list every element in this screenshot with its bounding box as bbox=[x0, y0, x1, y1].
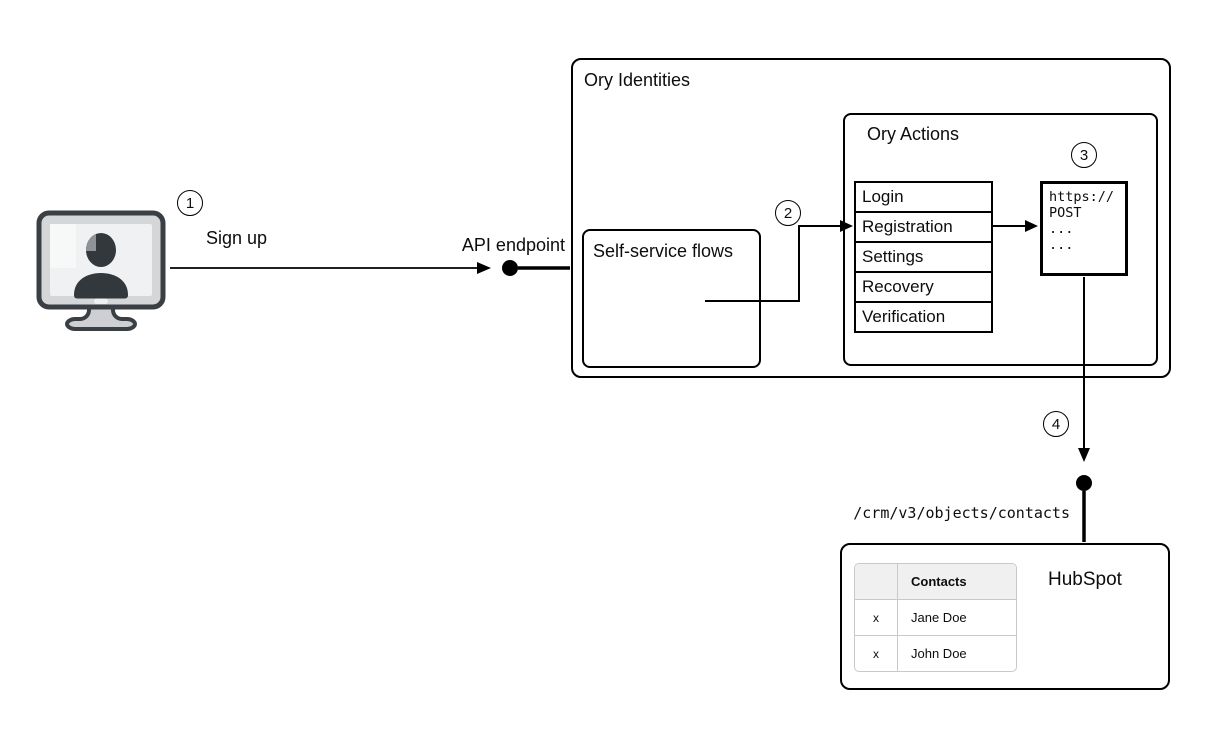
step-number: 4 bbox=[1051, 415, 1061, 433]
contacts-row-name: Jane Doe bbox=[911, 610, 967, 625]
step-1-badge: 1 bbox=[177, 190, 203, 216]
ory-actions-box: Ory Actions bbox=[843, 113, 1158, 366]
step-2-badge: 2 bbox=[775, 200, 801, 226]
self-service-flows-title: Self-service flows bbox=[593, 241, 734, 261]
self-service-flows-box: Self-service flows bbox=[582, 229, 761, 368]
flows-row-settings: Settings bbox=[856, 243, 991, 273]
contacts-row-jane: x Jane Doe bbox=[855, 599, 1016, 635]
api-endpoint-label: API endpoint bbox=[461, 235, 565, 255]
ory-identities-box: Ory Identities bbox=[571, 58, 1171, 378]
user-computer-icon bbox=[36, 210, 166, 331]
person-silhouette-icon bbox=[74, 233, 128, 299]
contacts-header-empty-cell bbox=[855, 564, 898, 599]
webhook-request-box: https:// POST ... ... bbox=[1040, 181, 1128, 276]
flows-row-verification: Verification bbox=[862, 307, 946, 326]
monitor-button bbox=[94, 298, 108, 304]
flows-row-registration: Registration bbox=[856, 213, 991, 243]
contacts-table: Contacts x Jane Doe x John Doe bbox=[854, 563, 1017, 672]
flows-table: Login Registration Settings Recovery Ver… bbox=[854, 181, 993, 333]
arrow-signup-to-api-endpoint bbox=[170, 262, 491, 274]
hubspot-box: HubSpot bbox=[840, 543, 1170, 690]
webhook-line-dots1: ... bbox=[1049, 221, 1074, 237]
hubspot-endpoint-node bbox=[1076, 475, 1092, 491]
hubspot-title: HubSpot bbox=[1048, 569, 1122, 590]
crm-endpoint-path-label: /crm/v3/objects/contacts bbox=[853, 504, 1070, 522]
contacts-row-mark: x bbox=[855, 600, 898, 635]
contacts-row-name: John Doe bbox=[911, 646, 967, 661]
contacts-table-header-row: Contacts bbox=[855, 564, 1016, 599]
webhook-line-url: https:// bbox=[1049, 189, 1115, 205]
contacts-header-label: Contacts bbox=[911, 574, 967, 589]
step-number: 1 bbox=[185, 194, 195, 212]
flows-row-recovery: Recovery bbox=[856, 273, 991, 303]
ory-identities-title: Ory Identities bbox=[584, 70, 691, 90]
step-number: 3 bbox=[1079, 146, 1089, 164]
step-4-badge: 4 bbox=[1043, 411, 1069, 437]
sign-up-label: Sign up bbox=[206, 228, 268, 248]
step-number: 2 bbox=[783, 204, 793, 222]
flows-row-login: Login bbox=[856, 183, 991, 213]
contacts-row-john: x John Doe bbox=[855, 635, 1016, 671]
webhook-line-dots2: ... bbox=[1049, 237, 1074, 253]
api-endpoint-node bbox=[502, 260, 518, 276]
webhook-line-method: POST bbox=[1049, 205, 1082, 221]
monitor-stand bbox=[65, 304, 137, 331]
ory-actions-title: Ory Actions bbox=[867, 124, 960, 144]
contacts-row-mark: x bbox=[855, 636, 898, 671]
step-3-badge: 3 bbox=[1071, 142, 1097, 168]
